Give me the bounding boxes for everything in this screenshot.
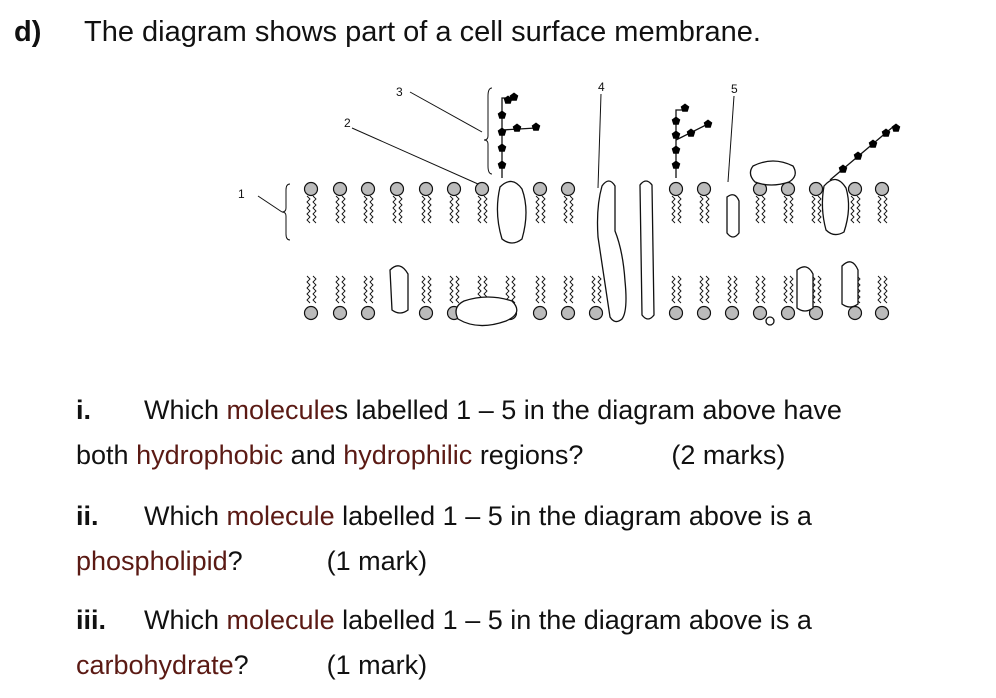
term-carbohydrate: carbohydrate [76, 650, 234, 680]
label-leaders [257, 87, 735, 241]
term-molecule: molecule [226, 605, 335, 635]
subquestion-ii: ii.Which molecule labelled 1 – 5 in the … [76, 494, 956, 584]
subquestion-iii: iii.Which molecule labelled 1 – 5 in the… [76, 598, 956, 688]
outer-phospholipids [305, 183, 889, 224]
term-hydrophilic: hydrophilic [343, 440, 473, 470]
diagram-labels: 1 2 3 4 5 [238, 80, 738, 201]
subquestion-i: i.Which molecules labelled 1 – 5 in the … [76, 388, 956, 478]
label-3: 3 [396, 85, 403, 99]
subquestion-number: i. [76, 395, 92, 425]
label-5: 5 [731, 82, 738, 96]
term-phospholipid: phospholipid [76, 546, 228, 576]
subquestion-number: iii. [76, 605, 107, 635]
question-text: The diagram shows part of a cell surface… [84, 16, 761, 48]
marks: (1 mark) [326, 650, 428, 680]
marks: (2 marks) [671, 440, 786, 470]
carbohydrate-chains [501, 97, 895, 181]
proteins [389, 160, 859, 327]
label-4: 4 [598, 80, 605, 94]
membrane-svg: 1 2 3 4 5 [238, 80, 901, 327]
marks: (1 mark) [326, 546, 428, 576]
sugar-units [497, 92, 901, 173]
label-1: 1 [238, 187, 245, 201]
membrane-diagram: 1 2 3 4 5 [210, 70, 960, 367]
term-molecule: molecule [226, 395, 335, 425]
label-2: 2 [344, 116, 351, 130]
subquestion-number: ii. [76, 501, 99, 531]
term-hydrophobic: hydrophobic [136, 440, 284, 470]
question-label: d) [14, 16, 42, 48]
term-molecule: molecule [226, 501, 335, 531]
